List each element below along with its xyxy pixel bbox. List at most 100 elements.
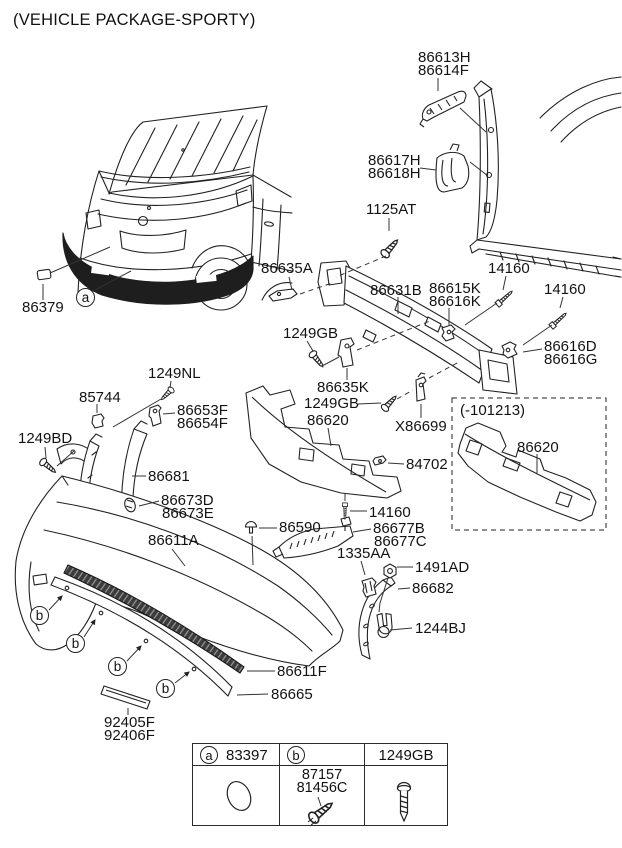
pushclip-icon-86590 — [244, 521, 258, 534]
marker-b-3: b — [108, 657, 127, 676]
part-number-87157: 87157 — [301, 767, 343, 783]
callout-14160-2: 14160 — [544, 281, 586, 298]
callout-x86699: X86699 — [395, 418, 447, 435]
part-number-83397: 83397 — [226, 746, 268, 764]
bracket-icon-86635a — [268, 288, 298, 302]
marker-b-4: b — [156, 679, 175, 698]
callout-86620: 86620 — [307, 412, 349, 429]
callout-86677c: 86677C — [374, 533, 427, 550]
variant-range-label: (-101213) — [460, 402, 526, 419]
callout-1244bj: 1244BJ — [415, 620, 466, 637]
screw-icon-1249nl — [158, 385, 176, 403]
callout-86635a: 86635A — [261, 260, 313, 277]
callout-86611a: 86611A — [148, 532, 199, 549]
callout-1335aa: 1335AA — [337, 545, 391, 562]
screw-icon-1249gb-2 — [379, 392, 400, 414]
screw-icon-1249gb-1 — [307, 348, 327, 370]
lower-strip-drawing — [50, 576, 233, 697]
reflector-drawing — [100, 685, 151, 710]
screw-icon-1249bd — [37, 456, 59, 477]
marker-a-table: a — [200, 746, 218, 764]
callout-86635k: 86635K — [317, 379, 369, 396]
callout-86682: 86682 — [412, 580, 454, 597]
table-cell-oval-plug — [192, 765, 280, 826]
callout-86618h: 86618H — [368, 165, 421, 182]
leader-lines — [42, 78, 564, 807]
part-number-81456c: 81456C — [296, 780, 348, 796]
variant-absorber-drawing — [457, 422, 597, 522]
callout-86614f: 86614F — [418, 62, 469, 79]
callout-86665: 86665 — [271, 686, 313, 703]
callout-86616d: 86616D — [544, 338, 597, 355]
callout-86617h: 86617H — [368, 152, 421, 169]
callout-92406f: 92406F — [104, 727, 155, 744]
energy-absorber-drawing — [245, 385, 402, 499]
callout-84702: 84702 — [406, 456, 448, 473]
clip-icon-86615k — [441, 324, 456, 342]
marker-a-vehicle: a — [76, 288, 95, 307]
callout-1125at: 1125AT — [366, 201, 417, 218]
callout-86631b: 86631B — [370, 282, 422, 299]
callout-1249gb-2: 1249GB — [304, 395, 360, 412]
fastener-reference-table: a 83397 b 1249GB 87157 81456C — [192, 743, 448, 826]
back-beam-drawing — [317, 260, 518, 395]
clip-icon-1335aa — [361, 577, 377, 598]
callout-86654f: 86654F — [177, 415, 228, 432]
table-cell-screw-1249gb — [364, 765, 448, 826]
callout-86653f: 86653F — [177, 402, 228, 419]
callout-14160-3: 14160 — [369, 504, 411, 521]
clip-icon-86635k — [337, 337, 355, 368]
callout-1491ad: 1491AD — [415, 559, 470, 576]
callout-1249gb-1: 1249GB — [283, 325, 339, 342]
bolt-icon-1125at — [378, 236, 402, 260]
callout-85744: 85744 — [79, 389, 121, 406]
callout-86616g: 86616G — [544, 351, 598, 368]
quarter-panel-drawing — [469, 76, 622, 278]
table-header-1249gb: 1249GB — [364, 743, 448, 766]
nut-icon-1491ad — [383, 563, 397, 579]
callout-86379: 86379 — [22, 299, 64, 316]
callout-86681: 86681 — [148, 468, 190, 485]
callout-14160-1: 14160 — [488, 260, 530, 277]
plug-icon-86379 — [36, 268, 52, 281]
clip-icon-84702 — [372, 455, 387, 466]
callout-86590: 86590 — [279, 519, 321, 536]
callout-86673e: 86673E — [162, 505, 214, 522]
marker-b-1: b — [30, 606, 49, 625]
callout-86673d: 86673D — [161, 492, 214, 509]
clip-icon-86653f — [148, 404, 162, 427]
page-title: (VEHICLE PACKAGE-SPORTY) — [13, 11, 256, 29]
callout-86616k: 86616K — [429, 293, 481, 310]
bracket-86617-drawing — [435, 143, 470, 193]
vehicle-rear-drawing — [62, 105, 293, 311]
variant-box — [451, 397, 607, 531]
table-header-a: a 83397 — [192, 743, 280, 766]
lower-garnish-drawing — [63, 564, 245, 674]
callout-86677b: 86677B — [373, 520, 425, 537]
bolt-icon-14160-3 — [342, 502, 348, 520]
marker-b-table: b — [287, 746, 305, 764]
clip-icon-x86699 — [415, 372, 427, 402]
fasteners — [36, 236, 569, 639]
callout-86615k: 86615K — [429, 280, 481, 297]
table-cell-screw-87157: 87157 81456C — [279, 765, 365, 826]
side-moulding-drawing — [358, 576, 396, 660]
bolt-icon-14160-2 — [548, 310, 569, 330]
bolt-icon-14160-1 — [494, 288, 515, 308]
part-number-1249gb: 1249GB — [378, 747, 434, 764]
callout-1249bd: 1249BD — [18, 430, 73, 447]
callout-92405f: 92405F — [104, 714, 155, 731]
clip-icon-86616d — [501, 341, 518, 359]
callout-86611f: 86611F — [277, 663, 327, 680]
bumper-cover-drawing — [14, 475, 344, 667]
clip-icon-85744 — [91, 413, 105, 429]
bolt-icon-1244bj — [376, 612, 393, 639]
marker-b-2: b — [66, 634, 85, 653]
callout-1249nl: 1249NL — [148, 365, 201, 382]
callout-86613h: 86613H — [418, 49, 471, 66]
bracket-86613-drawing — [419, 90, 467, 128]
variant-part-label: 86620 — [517, 439, 559, 456]
clip-icon-86673d — [124, 497, 136, 513]
